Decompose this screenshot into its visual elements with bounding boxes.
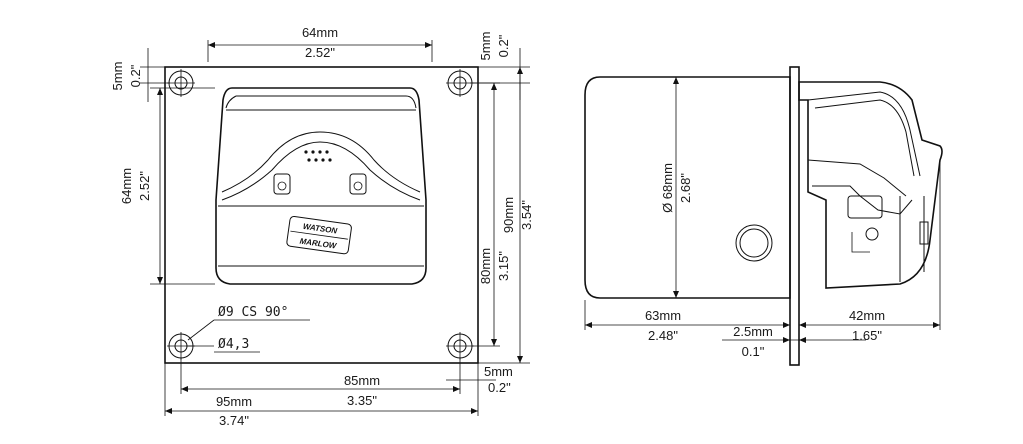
- svg-text:0.2": 0.2": [128, 64, 143, 87]
- dim-top-left-5: 5mm 0.2": [110, 48, 170, 102]
- svg-text:3.74": 3.74": [219, 413, 249, 428]
- svg-text:Ø9 CS 90°: Ø9 CS 90°: [218, 305, 288, 320]
- mounting-hole-tr: [446, 69, 474, 97]
- svg-text:64mm: 64mm: [119, 168, 134, 204]
- dim-plate-width-95: 95mm 3.74": [164, 363, 479, 428]
- svg-text:3.15": 3.15": [496, 251, 511, 281]
- dim-bottom-right-5: 5mm 0.2": [446, 363, 513, 395]
- svg-text:85mm: 85mm: [344, 373, 380, 388]
- front-view: WATSON MARLOW 64mm 2.52" 5mm 0.2": [110, 25, 534, 428]
- side-plate: [789, 66, 800, 366]
- svg-text:2.48": 2.48": [648, 328, 678, 343]
- brand-logo: WATSON MARLOW: [286, 215, 352, 255]
- mounting-hole-tl: [167, 69, 195, 97]
- svg-text:80mm: 80mm: [478, 248, 493, 284]
- svg-text:42mm: 42mm: [849, 308, 885, 323]
- side-view: Ø 68mm 2.68" 63mm: [584, 66, 943, 366]
- dim-diameter-68: Ø 68mm 2.68": [660, 77, 693, 298]
- svg-text:0.1": 0.1": [742, 344, 765, 359]
- pump-head-side: [798, 81, 943, 289]
- svg-text:Ø 68mm: Ø 68mm: [660, 163, 675, 213]
- dim-head-depth-42: 42mm 1.65": [799, 160, 941, 343]
- dim-plate-thickness-2-5: 2.5mm 0.1": [722, 324, 866, 365]
- svg-text:95mm: 95mm: [216, 394, 252, 409]
- pump-head-front: WATSON MARLOW: [215, 87, 427, 285]
- dim-body-length-63: 63mm 2.48": [584, 300, 790, 343]
- svg-text:Ø4,3: Ø4,3: [218, 337, 249, 352]
- motor-body: [584, 76, 791, 299]
- motor-knob: [735, 224, 773, 262]
- svg-text:5mm: 5mm: [484, 364, 513, 379]
- svg-text:5mm: 5mm: [110, 62, 125, 91]
- dim-height-64: 64mm 2.52": [119, 87, 215, 285]
- mounting-hole-br: [446, 332, 474, 360]
- svg-text:2.52": 2.52": [137, 171, 152, 201]
- svg-text:63mm: 63mm: [645, 308, 681, 323]
- dim-top-right-5: 5mm 0.2": [470, 32, 530, 100]
- dim-width-64: 64mm 2.52": [207, 25, 433, 62]
- dim-hole-spacing-85: 85mm 3.35": [180, 358, 461, 408]
- svg-text:0.2": 0.2": [488, 380, 511, 395]
- svg-text:1.65": 1.65": [852, 328, 882, 343]
- svg-text:3.35": 3.35": [347, 393, 377, 408]
- svg-text:0.2": 0.2": [496, 34, 511, 57]
- svg-text:2.68": 2.68": [678, 173, 693, 203]
- dim-plate-height-90: 90mm 3.54": [478, 67, 534, 364]
- hole-callouts: Ø9 CS 90° Ø4,3: [186, 305, 310, 353]
- mounting-plate: [164, 66, 479, 364]
- svg-text:3.54": 3.54": [519, 200, 534, 230]
- svg-text:5mm: 5mm: [478, 32, 493, 61]
- svg-text:64mm: 64mm: [302, 25, 338, 40]
- svg-text:2.5mm: 2.5mm: [733, 324, 773, 339]
- led-dots: [304, 150, 332, 162]
- svg-text:2.52": 2.52": [305, 45, 335, 60]
- svg-text:90mm: 90mm: [501, 197, 516, 233]
- dim-hole-spacing-80: 80mm 3.15": [472, 82, 511, 347]
